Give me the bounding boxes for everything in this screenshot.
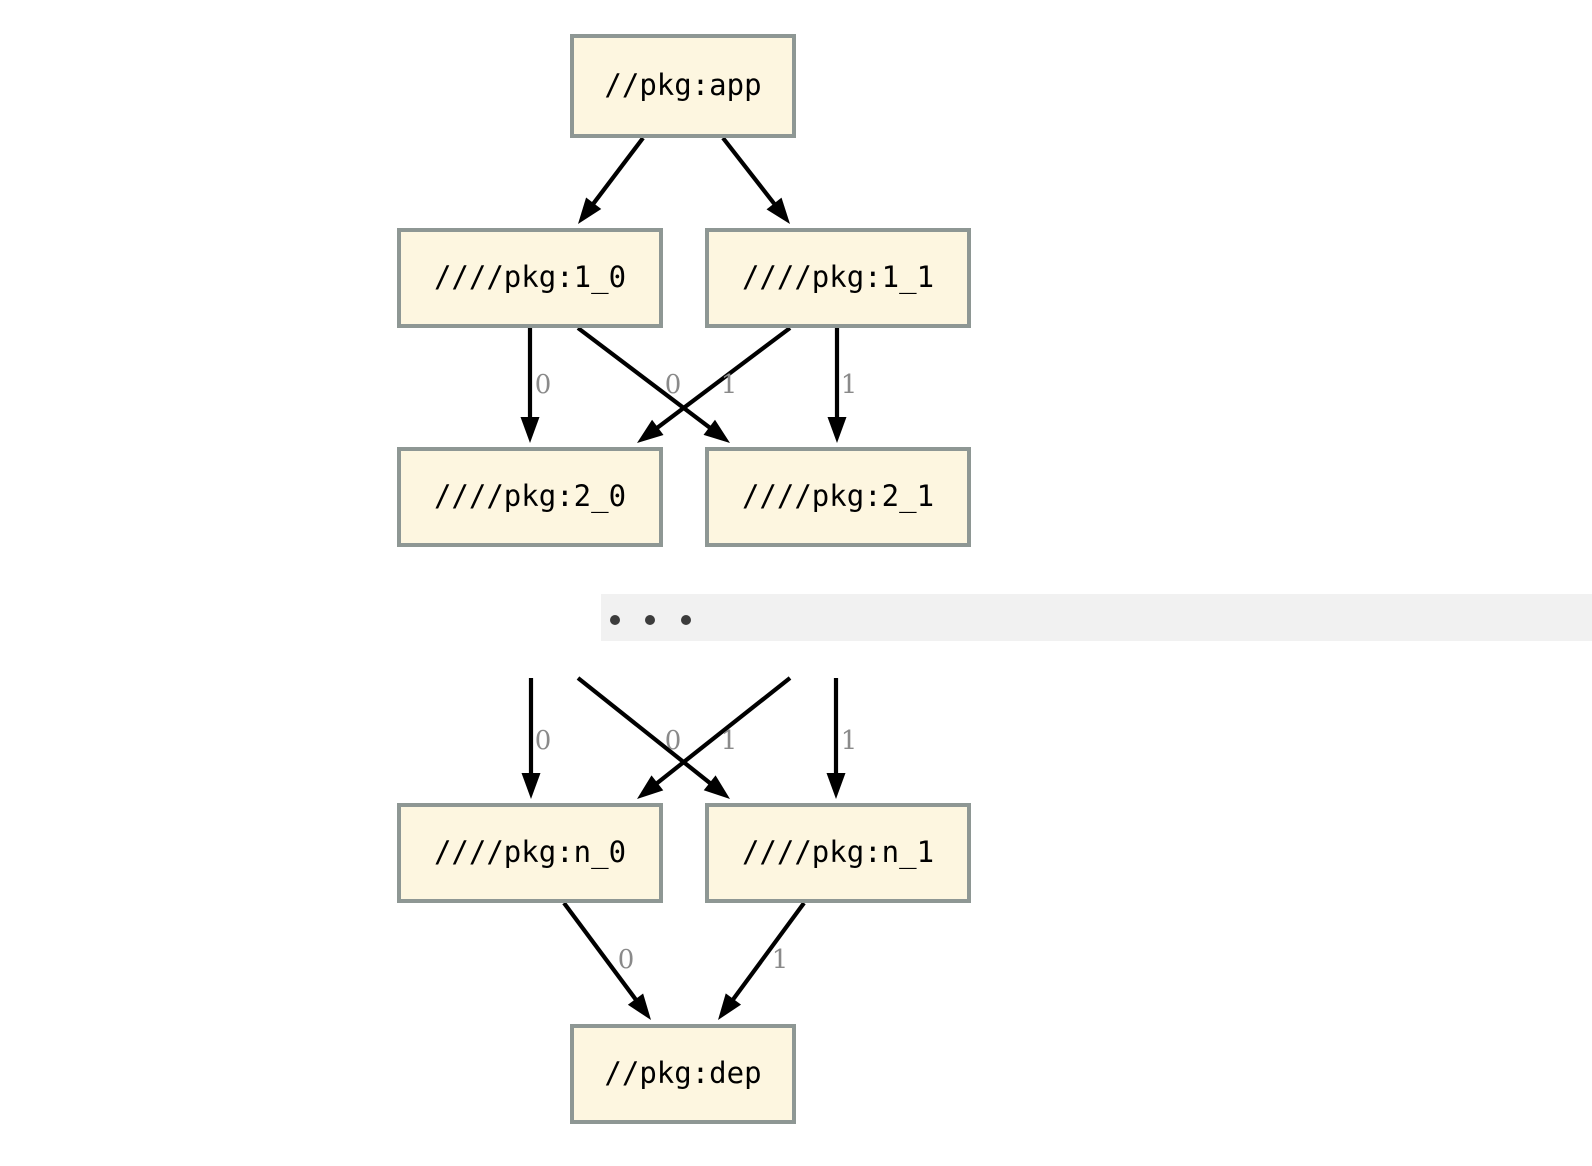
node-label: ////pkg:n_0 [434, 835, 626, 870]
ellipsis-dot-1 [645, 615, 655, 625]
graph-edge: 0 [521, 678, 552, 799]
edge-line [576, 326, 714, 432]
ellipsis-band [601, 594, 1592, 641]
edge-label: 0 [535, 370, 552, 400]
edge-label: 0 [665, 726, 682, 756]
graph-node-n1_1[interactable]: ////pkg:1_1 [705, 228, 971, 328]
edge-line [729, 901, 806, 1004]
node-box[interactable] [570, 34, 796, 138]
graph-node-nn_0[interactable]: ////pkg:n_0 [397, 803, 663, 903]
edge-line [562, 901, 640, 1004]
edges-layer: 0 0 1 1 0 0 1 1 0 1 [520, 136, 858, 1020]
graph-node-app[interactable]: //pkg:app [570, 34, 796, 138]
graph-edge: 0 [576, 326, 730, 443]
graph-node-nn_1[interactable]: ////pkg:n_1 [705, 803, 971, 903]
graph-edge [721, 136, 790, 224]
graph-edge: 1 [718, 901, 806, 1020]
arrow-head-icon [718, 993, 742, 1020]
arrow-head-icon [827, 417, 847, 443]
graph-edge [578, 136, 645, 224]
graph-node-n2_1[interactable]: ////pkg:2_1 [705, 447, 971, 547]
edge-line [589, 136, 645, 208]
graph-edge: 1 [637, 326, 792, 443]
edge-label: 1 [841, 370, 858, 400]
arrow-head-icon [637, 775, 664, 799]
graph-edge: 0 [562, 901, 651, 1020]
arrow-head-icon [627, 993, 651, 1020]
node-box[interactable] [705, 447, 971, 547]
node-box[interactable] [397, 803, 663, 903]
node-box[interactable] [705, 803, 971, 903]
node-box[interactable] [397, 228, 663, 328]
graph-edge: 1 [637, 676, 792, 799]
node-label: //pkg:dep [604, 1056, 761, 1090]
node-label: ////pkg:2_1 [742, 479, 934, 514]
graph-edge: 0 [576, 676, 730, 799]
ellipsis-dot-2 [681, 615, 691, 625]
edge-label: 0 [618, 945, 635, 975]
arrow-head-icon [578, 197, 602, 224]
edge-label: 0 [665, 370, 682, 400]
node-label: ////pkg:1_1 [742, 260, 934, 295]
arrow-head-icon [520, 417, 540, 443]
arrow-head-icon [703, 419, 730, 443]
ellipsis-separator [601, 594, 1592, 641]
edge-line [576, 676, 715, 787]
graph-node-n2_0[interactable]: ////pkg:2_0 [397, 447, 663, 547]
graph-node-n1_0[interactable]: ////pkg:1_0 [397, 228, 663, 328]
node-label: ////pkg:2_0 [434, 479, 626, 514]
arrow-head-icon [703, 775, 730, 799]
graph-edge: 1 [827, 328, 858, 443]
arrow-head-icon [521, 773, 541, 799]
graph-node-dep[interactable]: //pkg:dep [570, 1024, 796, 1124]
edge-label: 1 [841, 726, 858, 756]
edge-label: 1 [721, 370, 738, 400]
node-box[interactable] [397, 447, 663, 547]
edge-line [653, 326, 792, 432]
edge-line [652, 676, 792, 788]
edge-label: 1 [772, 945, 789, 975]
graph-edge: 0 [520, 328, 552, 443]
node-box[interactable] [705, 228, 971, 328]
node-label: //pkg:app [604, 68, 761, 102]
node-label: ////pkg:n_1 [742, 835, 934, 870]
edge-line [721, 136, 779, 208]
arrow-head-icon [766, 197, 790, 224]
edge-label: 1 [721, 726, 738, 756]
graph-edge: 1 [826, 678, 858, 799]
nodes-layer: //pkg:app ////pkg:1_0 ////pkg:1_1 ////pkg:2… [397, 34, 971, 1124]
ellipsis-dot-0 [610, 615, 620, 625]
arrow-head-icon [637, 419, 664, 443]
node-label: ////pkg:1_0 [434, 260, 626, 295]
edge-label: 0 [535, 726, 552, 756]
node-box[interactable] [570, 1024, 796, 1124]
arrow-head-icon [826, 773, 846, 799]
